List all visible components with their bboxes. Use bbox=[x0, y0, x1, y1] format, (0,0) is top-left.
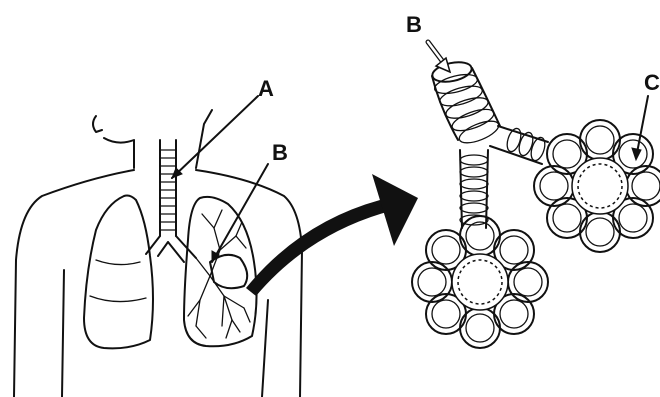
pointer-b-zoom-head bbox=[436, 58, 450, 72]
alveolar-sac-lower bbox=[452, 254, 508, 310]
torso-outline bbox=[14, 110, 302, 397]
pointer-c bbox=[632, 96, 648, 160]
label-b-chest: B bbox=[272, 140, 288, 165]
tube-opening bbox=[431, 59, 474, 85]
label-b-zoom: B bbox=[406, 12, 422, 37]
zoomed-airway bbox=[412, 42, 660, 348]
chin-line bbox=[93, 116, 102, 132]
lung-left-fissure-2 bbox=[90, 296, 146, 302]
trachea-rings bbox=[160, 150, 176, 230]
branch-right-top bbox=[498, 126, 548, 142]
shoulder-right bbox=[196, 170, 302, 397]
lung-left-fissure-1 bbox=[96, 260, 140, 265]
neck-right bbox=[196, 110, 212, 168]
lung-left-outline bbox=[84, 196, 153, 349]
lung-right bbox=[184, 197, 257, 346]
shoulder-left bbox=[14, 170, 134, 397]
pointer-a-line bbox=[172, 96, 258, 178]
bronchus-inner bbox=[158, 242, 184, 262]
label-c: C bbox=[644, 70, 660, 95]
bronchiole-tube bbox=[431, 59, 502, 147]
label-a: A bbox=[258, 76, 274, 101]
arm-line-left bbox=[62, 270, 64, 397]
alveolar-sac-right bbox=[572, 158, 628, 214]
pointer-c-head bbox=[632, 148, 641, 160]
lung-right-outline bbox=[184, 197, 257, 346]
pointer-a bbox=[172, 96, 258, 178]
alveolar-cluster-right bbox=[534, 120, 660, 252]
pointer-b-zoom bbox=[428, 42, 450, 72]
arrow-shaft bbox=[246, 200, 394, 296]
alveolar-cluster-lower bbox=[412, 216, 548, 348]
arm-line-right bbox=[262, 300, 268, 397]
branch-right bbox=[490, 126, 548, 164]
bronchial-tree bbox=[188, 210, 250, 338]
neck-left bbox=[104, 138, 134, 168]
arrow-icon bbox=[246, 174, 418, 296]
lung-left bbox=[84, 196, 153, 349]
